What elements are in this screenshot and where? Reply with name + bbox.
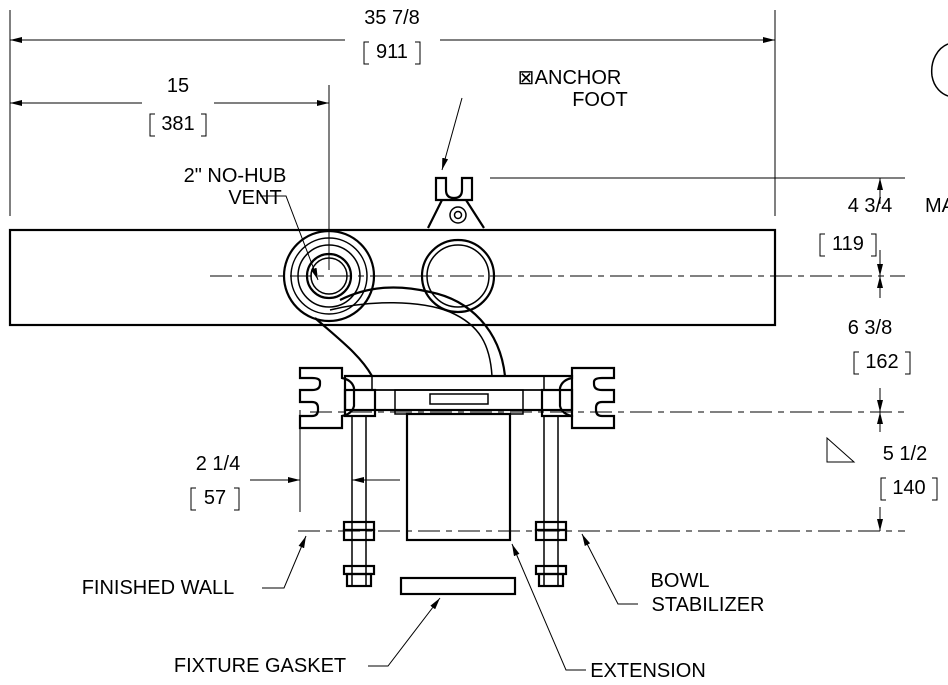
anchor-label-line2: FOOT xyxy=(572,89,628,111)
vent-offset-dimension: 15 381 xyxy=(10,75,330,270)
vent-to-bolt-imperial: 6 3/8 xyxy=(848,317,892,339)
finished-wall-callout: FINISHED WALL xyxy=(82,535,307,599)
bolt-spacing-metric: 57 xyxy=(204,487,226,509)
right-bolt xyxy=(534,416,568,588)
vent-offset-imperial: 15 xyxy=(167,75,189,97)
bolt-to-wall-metric: 140 xyxy=(892,477,925,499)
overall-width-imperial: 35 7/8 xyxy=(364,7,420,29)
overall-width-metric: 911 xyxy=(376,41,408,63)
anchor-label-line1: ANCHOR xyxy=(535,67,622,89)
detail-callout-bubble xyxy=(930,43,948,97)
revision-triangle-icon xyxy=(826,436,856,463)
carrier-frame xyxy=(8,228,777,327)
bowl-stabilizer-callout: BOWL STABILIZER xyxy=(581,533,765,616)
anchor-symbol: ⊠ xyxy=(518,67,535,89)
vertical-dimensions: 4 3/4 MAX 119 6 3/8 162 5 1/2 140 xyxy=(490,177,948,531)
fixture-gasket-callout: FIXTURE GASKET xyxy=(174,597,441,677)
anchor-height-metric: 119 xyxy=(832,233,864,255)
vent-callout: 2" NO-HUB VENT xyxy=(184,165,319,281)
elbow xyxy=(314,286,507,377)
extension-sleeve xyxy=(405,412,512,542)
anchor-foot xyxy=(427,176,485,229)
overall-width-dimension: 35 7/8 911 xyxy=(9,7,776,216)
bolt-spacing-imperial: 2 1/4 xyxy=(196,453,240,475)
vent-offset-metric: 381 xyxy=(161,113,194,135)
left-bolt xyxy=(342,416,376,588)
fixture-gasket-label: FIXTURE GASKET xyxy=(174,655,346,677)
vent-to-bolt-metric: 162 xyxy=(865,351,898,373)
vent-fitting xyxy=(282,229,376,323)
anchor-height-imperial: 4 3/4 xyxy=(848,195,892,217)
bowl-stabilizer-assembly xyxy=(298,366,616,430)
vent-label-line1: 2" NO-HUB xyxy=(184,165,287,187)
extension-callout: EXTENSION xyxy=(511,543,706,682)
anchor-height-suffix: MAX xyxy=(925,195,948,217)
extension-label: EXTENSION xyxy=(590,660,706,682)
pipe-opening xyxy=(420,238,496,314)
bowl-label-line2: STABILIZER xyxy=(652,594,765,616)
bolt-to-wall-imperial: 5 1/2 xyxy=(883,443,927,465)
finished-wall-label: FINISHED WALL xyxy=(82,577,235,599)
bowl-label-line1: BOWL xyxy=(651,570,710,592)
fixture-gasket xyxy=(399,576,517,596)
vent-label-line2: VENT xyxy=(228,187,281,209)
bolt-spacing-dimension: 2 1/4 57 xyxy=(190,410,400,512)
anchor-foot-callout: ⊠ ANCHOR FOOT xyxy=(441,67,628,171)
